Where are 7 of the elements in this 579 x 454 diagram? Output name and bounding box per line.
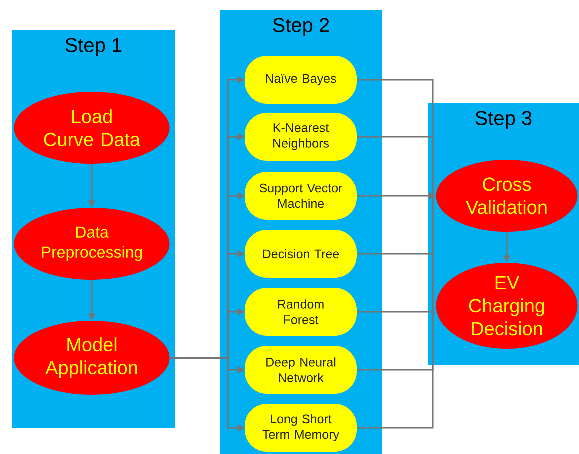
method-pill: Long Short Term Memory — [245, 404, 357, 452]
method-pill: Naïve Bayes — [245, 56, 357, 104]
method-pill: Random Forest — [245, 288, 357, 336]
method-pill: Deep Neural Network — [245, 346, 357, 394]
method-pill: Support Vector Machine — [245, 172, 357, 220]
method-pill: Decision Tree — [245, 230, 357, 278]
method-pill: K-Nearest Neighbors — [245, 113, 357, 161]
